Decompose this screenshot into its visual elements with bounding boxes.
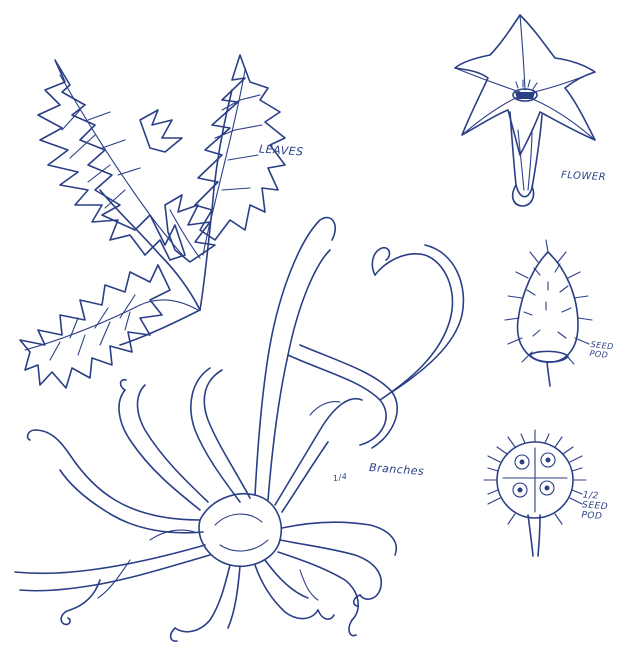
branches-illustration <box>15 218 463 642</box>
label-flower: FLOWER <box>561 170 607 183</box>
leaves-illustration <box>20 55 285 388</box>
label-half-seed-pod: 1/2 SEED POD <box>581 490 628 523</box>
half-seed-pod-illustration <box>484 430 586 556</box>
seed-pod-illustration <box>505 240 592 386</box>
